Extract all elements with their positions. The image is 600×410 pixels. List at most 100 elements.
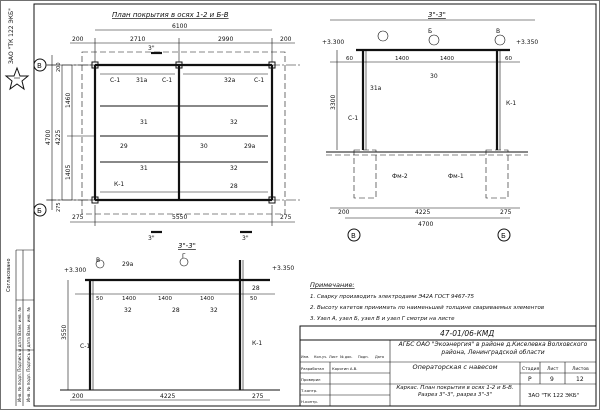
plan-label-29: 29 (120, 143, 128, 150)
tb-sheet: 9 (550, 376, 554, 383)
plan-title: План покрытия в осях 1-2 и Б-В (112, 11, 229, 19)
plan-axis-b: Б (37, 207, 42, 215)
section-bottom-elev-left: +3.300 (64, 267, 86, 274)
section-view-top: 3"-3" +3.300 +3.350 Б В 60 1400 1400 60 … (322, 11, 538, 242)
section-top-dim-3: 60 (505, 56, 512, 62)
tb-project: Операторская с навесом (412, 363, 498, 371)
tb-sheets-header: Листов (572, 366, 589, 372)
tb-col-5: Дата (375, 355, 384, 359)
side-inv-2: Инв. № подл. Подпись и дата Взам. инв. № (26, 307, 31, 402)
section-top-label-k1: К-1 (506, 100, 516, 107)
section-view-bottom: 3"-3" Г В +3.300 +3.350 29а 50 1400 1400… (60, 242, 294, 401)
plan-dim-top-2: 2990 (218, 36, 233, 43)
section-top-dim-0: 60 (346, 56, 353, 62)
tb-role-1: Проверил (301, 377, 321, 382)
section-bottom-mark-g: Г (182, 253, 186, 260)
plan-dim-left-1: 1405 (65, 165, 72, 180)
plan-view: План покрытия в осях 1-2 и Б-В 6100 200 … (33, 11, 300, 242)
foundation-fm1 (485, 149, 509, 199)
plan-outline (81, 51, 286, 215)
section-top-axis-b: Б (501, 232, 506, 240)
side-inv: Инв. № подл. Подпись и дата Взам. инв. № (17, 307, 22, 402)
side-agreed: Согласовано (6, 258, 12, 292)
section-bottom-dim-4: 50 (250, 296, 257, 302)
plan-label-32-2: 32 (230, 165, 238, 172)
plan-dim-left-sub: 4225 (55, 130, 62, 145)
tb-col-1: Кол.уч. (314, 355, 327, 359)
tb-desc: Каркас. План покрытия в осях 1-2 и Б-В. … (396, 385, 514, 398)
foundation-fm2 (353, 149, 377, 199)
side-stamp: ЗАО "ТК 122 ЭКБ" (8, 8, 15, 64)
tb-company: ЗАО "ТК 122 ЭКБ" (528, 393, 579, 399)
plan-dim-bottom-1: 5550 (172, 214, 187, 221)
section-bottom-dim-1: 1400 (122, 296, 136, 302)
notes-block: Примечание: 1. Сварку производить электр… (310, 281, 544, 322)
section-top-height: 3300 (330, 95, 337, 110)
plan-label-32-1: 32 (230, 119, 238, 126)
section-bottom-label-28: 28 (252, 285, 260, 292)
section-top-axis-v: В (351, 232, 356, 240)
plan-dim-left-end-1: 275 (56, 202, 62, 212)
tb-developer: Корягин А.В. (332, 366, 357, 371)
plan-dim-top-0: 200 (72, 36, 84, 43)
section-bottom-k1: К-1 (252, 340, 262, 347)
plan-label-31-2: 31 (140, 165, 148, 172)
tb-col-0: Изм. (301, 355, 309, 359)
section-top-dim-bottom-0: 200 (338, 209, 350, 216)
section-top-label-31a: 31а (370, 85, 382, 92)
section-bottom-label-28-0: 28 (172, 307, 180, 314)
plan-label-c1-mid: С-1 (162, 77, 172, 84)
plan-label-30: 30 (200, 143, 208, 150)
plan-dim-left-total: 4700 (45, 130, 52, 145)
section-bottom-dim-3: 1400 (200, 296, 214, 302)
section-bottom-dim-bottom-1: 4225 (160, 393, 175, 400)
section-bottom-dim-bottom-2: 275 (252, 393, 264, 400)
plan-section-mark-1: 3" (148, 235, 155, 242)
section-top-mark-b: Б (428, 28, 432, 35)
tb-role-2: Т.контр. (300, 388, 317, 393)
section-bottom-dim-2: 1400 (158, 296, 172, 302)
section-bottom-dim-bottom-0: 200 (72, 393, 84, 400)
section-bottom-elev-right: +3.350 (272, 265, 294, 272)
notes-item-2: 2. Высоту катетов принимать по наименьше… (310, 305, 544, 311)
plan-label-c1-right: С-1 (254, 77, 264, 84)
notes-item-1: 1. Сварку производить электродами Э42А Г… (310, 294, 475, 300)
section-top-dim-1: 1400 (395, 56, 409, 62)
section-bottom-title: 3"-3" (178, 242, 196, 250)
plan-label-k1: К-1 (114, 181, 124, 188)
tb-col-4: Подп. (358, 355, 369, 359)
plan-dim-top-1: 2710 (130, 36, 145, 43)
tb-code: 47-01/06-КМД (440, 329, 494, 338)
company-logo (4, 66, 30, 91)
section-top-elev-left: +3.300 (322, 39, 344, 46)
tb-col-3: № док. (340, 355, 353, 359)
section-top-dim-2: 1400 (440, 56, 454, 62)
title-block: 47-01/06-КМД Изм. Кол.уч. Лист № док. По… (299, 325, 597, 407)
section-top-label-fm1: Фм-1 (448, 173, 464, 180)
plan-axis-v-bubble (33, 58, 47, 72)
section-top-title: 3"-3" (428, 11, 446, 19)
section-bottom-label-32-1: 32 (210, 307, 218, 314)
section-top-mark-v: В (496, 28, 500, 35)
plan-dim-top-3: 200 (280, 36, 292, 43)
tb-org: АГБС ОАО "Экоэнергия" в районе д.Киселев… (398, 341, 588, 356)
tb-col-2: Лист (329, 355, 338, 359)
tb-sheet-header: Лист (547, 366, 559, 372)
plan-dim-top-total: 6100 (172, 23, 187, 30)
section-bottom-label-29a: 29а (122, 261, 134, 268)
section-bottom-label-32-0: 32 (124, 307, 132, 314)
section-top-dim-bottom-2: 275 (500, 209, 512, 216)
plan-label-28: 28 (230, 183, 238, 190)
tb-stage-header: Стадия (522, 366, 540, 372)
plan-label-29a: 29а (244, 143, 256, 150)
plan-label-31-1: 31 (140, 119, 148, 126)
plan-dim-left-0: 1460 (65, 93, 72, 108)
section-bottom-dim-0: 50 (96, 296, 103, 302)
section-top-label-30: 30 (430, 73, 438, 80)
section-top-dim-bottom-1: 4225 (415, 209, 430, 216)
notes-heading: Примечание: (310, 281, 355, 289)
section-top-elev-right: +3.350 (516, 39, 538, 46)
section-bottom-height: 3550 (61, 325, 68, 340)
plan-axis-b-bubble (33, 203, 47, 217)
plan-axis-v: В (37, 62, 42, 70)
